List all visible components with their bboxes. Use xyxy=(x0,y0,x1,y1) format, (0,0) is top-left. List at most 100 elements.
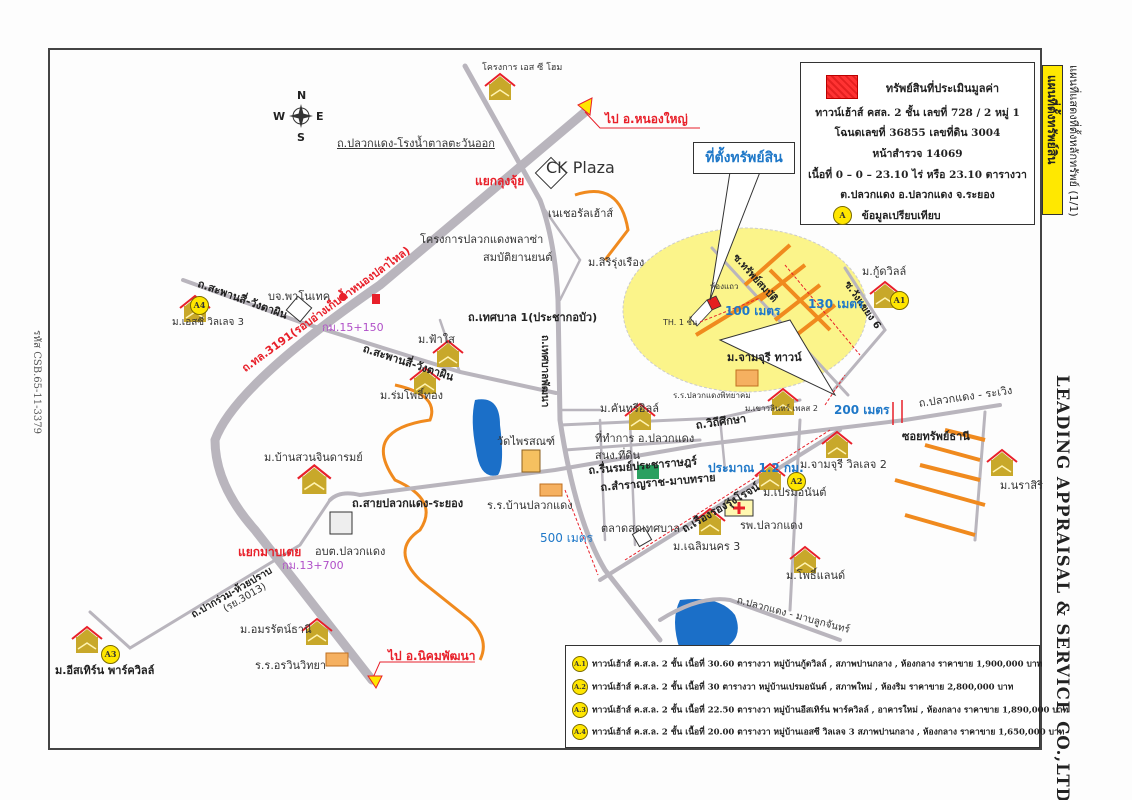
road-pothiland[interactable] xyxy=(788,418,802,612)
comparable-text: ทาวน์เฮ้าส์ ค.ส.ล. 2 ชั้น เนื้อที่ 30.60… xyxy=(592,659,1043,670)
road-rueang[interactable] xyxy=(598,428,842,582)
road-highway-3191[interactable] xyxy=(210,107,590,685)
comparable-badge-a4[interactable]: A4 xyxy=(190,296,209,315)
label-panotech: บจ.พาโนเทค xyxy=(268,290,331,303)
label-100m: 100 เมตร xyxy=(725,304,781,318)
compass-e: E xyxy=(316,110,324,123)
ck-plaza-building xyxy=(534,156,568,190)
label-500m: 500 เมตร xyxy=(540,531,593,545)
comparable-badge: A.2 xyxy=(572,679,588,695)
road-wangkhaeng[interactable] xyxy=(830,266,887,394)
label-pothiland: ม.โพธิ์แลนด์ xyxy=(786,569,846,582)
comparable-text: ทาวน์เฮ้าส์ ค.ส.ล. 2 ชั้น เนื้อที่ 20.00… xyxy=(592,727,1065,738)
compass-n: N xyxy=(297,89,307,102)
compass-w: W xyxy=(273,110,286,123)
map-subtitle: แผนที่แสดงที่ตั้งหลักทรัพย์ (1/1) xyxy=(1067,65,1080,217)
label-chalerm: ม.เฉลิมนคร 3 xyxy=(673,540,741,553)
frame-divider xyxy=(1040,48,1042,750)
label-narasiri: ม.นราสิริ xyxy=(1000,479,1043,492)
road-north-south[interactable] xyxy=(462,63,663,643)
distance-arrows xyxy=(564,264,861,576)
label-road-sugar: ถ.ปลวกแดง-โรงน้ำตาลตะวันออก xyxy=(337,137,495,150)
label-200m: 200 เมตร xyxy=(834,403,890,417)
road-lungjui-branch[interactable] xyxy=(543,208,582,302)
comparable-badge-a2[interactable]: A2 xyxy=(787,472,806,491)
bank-icon xyxy=(372,294,380,304)
road-town-grid[interactable] xyxy=(558,408,727,547)
road-sapan-si[interactable] xyxy=(181,278,558,395)
comparable-badge-a1[interactable]: A1 xyxy=(890,291,909,310)
legend-line5: ต.ปลวกแดง อ.ปลวกแดง จ.ระยอง xyxy=(840,189,995,201)
legend-subject-label: ทรัพย์สินที่ประเมินมูลค่า xyxy=(885,82,1000,95)
label-th1: TH. 1 ชั้น xyxy=(663,318,698,327)
comparable-text: ทาวน์เฮ้าส์ ค.ส.ล. 2 ชั้น เนื้อที่ 22.50… xyxy=(592,705,1069,716)
road-mabluk[interactable] xyxy=(658,597,842,642)
road-rueanrom[interactable] xyxy=(563,438,702,452)
to-nongyai-line xyxy=(584,111,700,129)
house-icon xyxy=(296,464,332,496)
label-130m: 130 เมตร xyxy=(808,297,864,311)
road-soi-subject[interactable] xyxy=(710,246,850,397)
house-icon xyxy=(484,73,516,101)
label-school-pittayakom: ร.ร.ปลวกแดงพิทยาคม xyxy=(673,391,751,400)
label-to-nongyai: ไป อ.หนองใหญ่ xyxy=(605,112,688,126)
label-natural-house: เนเชอรัลเฮ้าส์ xyxy=(548,207,614,220)
label-market: ตลาดสดเทศบาล xyxy=(601,522,680,535)
label-school-arawin: ร.ร.อรวินวิทยา xyxy=(255,659,327,672)
label-eastern: ม.อีสเทิร์น พาร์ควิลล์ xyxy=(55,664,155,677)
label-school-banpluak: ร.ร.บ้านปลวกแดง xyxy=(487,499,573,512)
comparable-row: A.4 ทาวน์เฮ้าส์ ค.ส.ล. 2 ชั้น เนื้อที่ 20… xyxy=(572,724,1064,740)
label-fasai: ม.ฟ้าใส xyxy=(418,333,455,346)
label-junction-mabtoei: แยกมาบเตย xyxy=(238,545,302,559)
label-approx-distance: ประมาณ 1.2 กม. xyxy=(708,461,804,475)
legend-line2: โฉนดเลขที่ 36855 เลขที่ดิน 3004 xyxy=(834,127,1001,139)
subject-swatch xyxy=(826,75,858,99)
legend-line1: ทาวน์เฮ้าส์ คสล. 2 ชั้น เลขที่ 728 / 2 ห… xyxy=(815,107,1020,119)
label-khaosin: ม.เขาวลินทร์ เพลส 2 xyxy=(745,404,818,413)
to-nikhom-line xyxy=(371,661,475,681)
panotech-building xyxy=(285,295,313,323)
label-sirung: ม.สิริรุ่งเรือง xyxy=(588,256,645,269)
road-network xyxy=(88,63,1002,685)
map-frame xyxy=(48,48,1042,750)
label-bansuan: ม.บ้านสวนจินดารมย์ xyxy=(264,451,363,464)
label-soi-sapthani: ซอยทรัพย์ธานี xyxy=(902,430,970,443)
compass-s: S xyxy=(297,131,305,144)
subject-location-callout: ที่ตั้งทรัพย์สิน xyxy=(693,142,795,174)
label-pluakdaeng-plaza: โครงการปลวกแดงพลาซ่า xyxy=(420,233,544,246)
label-chamjuree-v2: ม.จามจุรี วิลเลจ 2 xyxy=(800,458,887,471)
road-rayong[interactable] xyxy=(328,403,1002,502)
label-good-ville: ม.กู้ดวิลล์ xyxy=(862,265,907,278)
label-sc-village3: ม.เอสซี วิลเลจ 3 xyxy=(172,317,244,328)
label-thesaban-road: ถ.เทศบาลพัฒนา xyxy=(539,335,550,408)
chamjuree-town-block xyxy=(718,319,837,397)
house-icon xyxy=(821,431,853,459)
townhouse-row xyxy=(689,299,713,327)
house-icon xyxy=(986,449,1018,477)
lake-west xyxy=(472,399,503,476)
label-obt: อบต.ปลวกแดง xyxy=(315,545,386,558)
river-canal xyxy=(381,383,485,661)
comparable-badge: A.4 xyxy=(572,724,588,740)
legend-comparable-badge: A xyxy=(833,206,852,225)
hospital-cross-icon xyxy=(733,502,745,514)
market-icon xyxy=(631,526,653,548)
road-east-soi[interactable] xyxy=(973,410,987,542)
canal-north xyxy=(574,190,630,261)
legend-comparable-label: ข้อมูลเปรียบเทียบ xyxy=(861,209,941,222)
label-rompothong: ม.ร่มโพธิ์ทอง xyxy=(380,389,444,402)
lake-south xyxy=(675,599,738,650)
comparable-badge-a3[interactable]: A3 xyxy=(101,645,120,664)
road-pakruam[interactable] xyxy=(88,498,332,650)
house-icon xyxy=(71,626,103,654)
label-district-office: ที่ทำการ อ.ปลวกแดง xyxy=(595,432,695,445)
legend-box: ทรัพย์สินที่ประเมินมูลค่า ทาวน์เฮ้าส์ คส… xyxy=(800,62,1035,225)
label-kantree: ม.คันทรีฮิลล์ xyxy=(600,402,659,415)
arrow-nikhom-icon xyxy=(367,675,383,689)
label-to-nikhom: ไป อ.นิคมพัฒนา xyxy=(388,649,476,663)
